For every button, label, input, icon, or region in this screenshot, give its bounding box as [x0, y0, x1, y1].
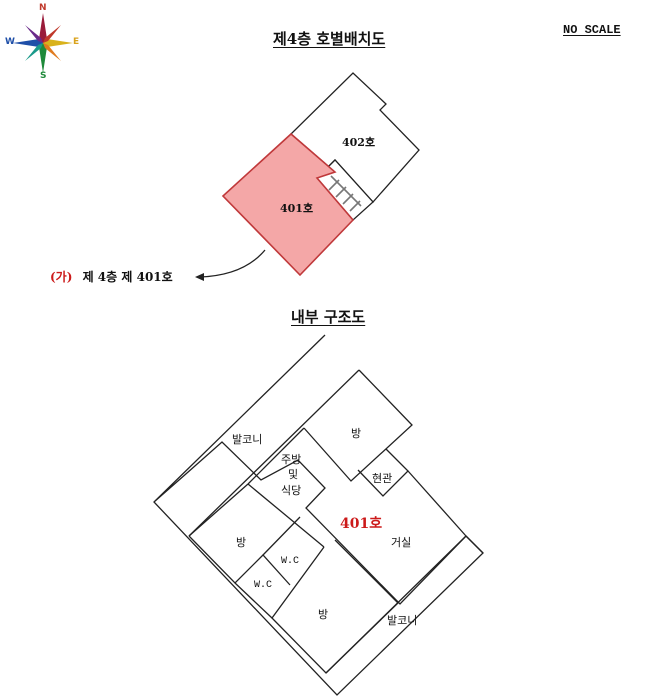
arrowhead-icon: [195, 273, 204, 281]
stairs-icon: [328, 175, 362, 212]
unit-callout: (가) 제 4층 제 401호: [50, 268, 173, 285]
room-label-room-bottom: 방: [318, 608, 328, 621]
callout-text: 제 4층 제 401호: [82, 270, 173, 284]
room-label-balcony-bottom: 발코니: [387, 614, 417, 627]
interior-unit-label: 401호: [340, 516, 382, 532]
room-label-entrance: 현관: [372, 472, 392, 485]
compass-north-label: N: [39, 3, 47, 13]
callout-arrow: [199, 249, 266, 278]
page-title: 제4층 호별배치도: [273, 30, 386, 48]
unit-401-highlight[interactable]: [221, 132, 355, 277]
room-label-kitchen-1: 주방: [281, 453, 301, 466]
room-label-wc-1: W.C: [281, 556, 299, 567]
unit-401-label: 401호: [280, 201, 313, 215]
compass-icon: [13, 13, 73, 73]
scale-note: NO SCALE: [563, 23, 621, 37]
compass-south-label: S: [40, 71, 47, 81]
interior-outline: [153, 334, 484, 696]
interior-title: 내부 구조도: [291, 308, 366, 326]
interior-plan: [153, 334, 484, 696]
callout-marker: (가): [50, 270, 73, 284]
compass-west-label: W: [5, 37, 15, 47]
room-label-living: 거실: [391, 536, 411, 549]
room-label-room-left: 방: [236, 536, 246, 549]
room-label-kitchen-3: 식당: [281, 484, 301, 497]
compass-east-label: E: [73, 37, 80, 47]
room-label-balcony-top: 발코니: [232, 433, 262, 446]
room-label-kitchen-2: 및: [288, 468, 298, 481]
compass-rose: N S W E: [0, 0, 90, 85]
unit-402-label: 402호: [342, 135, 375, 149]
room-label-wc-2: W.C: [254, 580, 272, 591]
room-label-room-top: 방: [351, 427, 361, 440]
